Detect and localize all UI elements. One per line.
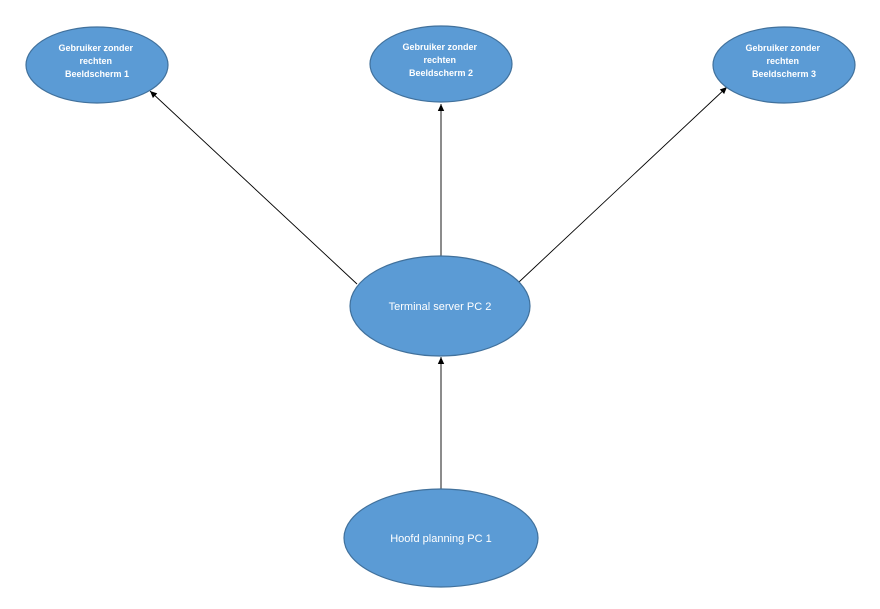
node-user-beeldscherm-3[interactable]: Gebruiker zonder rechten Beeldscherm 3: [712, 26, 856, 104]
node-user1-line-1: Gebruiker zonder: [58, 43, 133, 53]
edge-terminal-to-user3: [518, 86, 728, 283]
node-user2-line-1: Gebruiker zonder: [402, 42, 477, 52]
node-terminal-server[interactable]: Terminal server PC 2: [349, 255, 531, 357]
node-hoofd-label: Hoofd planning PC 1: [390, 533, 492, 545]
node-user2-label: Gebruiker zonder rechten Beeldscherm 2: [402, 42, 479, 78]
node-hoofd-planning[interactable]: Hoofd planning PC 1: [343, 488, 539, 588]
node-user1-line-3: Beeldscherm 1: [65, 69, 129, 79]
node-user2-line-3: Beeldscherm 2: [409, 68, 473, 78]
node-user2-line-2: rechten: [423, 55, 456, 65]
edges: [149, 86, 728, 492]
node-user3-line-3: Beeldscherm 3: [752, 69, 816, 79]
node-user1-line-2: rechten: [79, 56, 112, 66]
node-user1-label: Gebruiker zonder rechten Beeldscherm 1: [58, 43, 135, 79]
node-user-beeldscherm-1[interactable]: Gebruiker zonder rechten Beeldscherm 1: [25, 26, 169, 104]
node-terminal-label: Terminal server PC 2: [389, 301, 492, 313]
node-user-beeldscherm-2[interactable]: Gebruiker zonder rechten Beeldscherm 2: [369, 25, 513, 103]
node-user3-line-1: Gebruiker zonder: [745, 43, 820, 53]
node-user3-label: Gebruiker zonder rechten Beeldscherm 3: [745, 43, 822, 79]
edge-terminal-to-user1: [149, 90, 358, 285]
node-user3-line-2: rechten: [766, 56, 799, 66]
